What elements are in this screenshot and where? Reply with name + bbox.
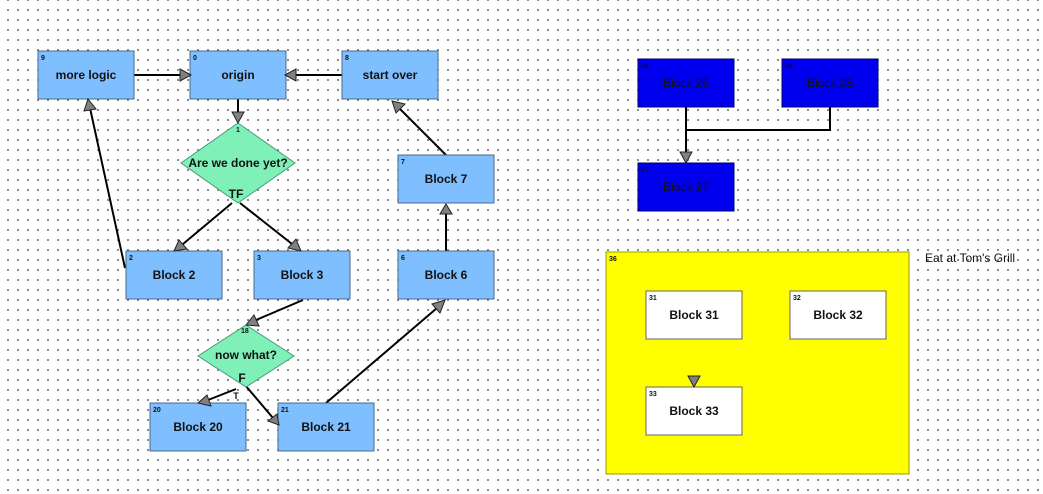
block-6-label: Block 6	[425, 268, 468, 282]
arrowhead-into-27	[679, 151, 693, 165]
edge-21-to-6[interactable]	[325, 307, 438, 404]
decision-1-branch-tf: TF	[229, 187, 244, 201]
block-21[interactable]: 21 Block 21	[277, 402, 375, 452]
block-3-number: 3	[257, 255, 261, 262]
arrowhead-into-8	[391, 100, 406, 114]
note-text: Eat at Tom's Grill	[925, 251, 1015, 265]
edge-18-to-20[interactable]	[207, 388, 237, 401]
decision-18[interactable]: 18 now what? F T	[197, 324, 295, 401]
block-31[interactable]: 31 Block 31	[645, 290, 743, 340]
block-32-number: 32	[793, 295, 801, 302]
edge-7-to-8[interactable]	[399, 108, 447, 156]
block-28-number: 28	[785, 63, 793, 70]
decision-18-branch-t: T	[233, 391, 239, 401]
block-21-number: 21	[281, 407, 289, 414]
block-20-label: Block 20	[173, 420, 223, 434]
block-32-label: Block 32	[813, 308, 863, 322]
block-2-label: Block 2	[153, 268, 196, 282]
decision-1[interactable]: 1 Are we done yet? TF	[180, 122, 296, 204]
block-28[interactable]: 28 Block 28	[781, 58, 879, 108]
arrowhead-into-18	[245, 314, 260, 327]
block-33-label: Block 33	[669, 404, 719, 418]
block-3[interactable]: 3 Block 3	[253, 250, 351, 300]
block-28-label: Block 28	[807, 76, 853, 90]
block-0[interactable]: 0 origin	[189, 50, 287, 100]
block-2-number: 2	[129, 255, 133, 262]
block-0-number: 0	[193, 55, 197, 62]
arrowhead-into-7	[439, 203, 453, 215]
block-7-number: 7	[401, 159, 405, 166]
edge-1-to-2[interactable]	[182, 202, 233, 245]
block-33[interactable]: 33 Block 33	[645, 386, 743, 436]
arrowhead-into-1	[231, 111, 245, 125]
edge-28-to-27[interactable]	[686, 107, 831, 131]
arrowhead-into-3	[287, 238, 302, 252]
arrowheads	[83, 68, 701, 426]
block-2[interactable]: 2 Block 2	[125, 250, 223, 300]
arrowhead-into-6	[431, 299, 446, 314]
block-7-label: Block 7	[425, 172, 468, 186]
edge-3-to-18[interactable]	[255, 299, 304, 321]
decision-1-label: Are we done yet?	[188, 156, 287, 170]
arrowhead-into-9	[83, 97, 97, 112]
block-26-number: 26	[641, 63, 649, 70]
arrowhead-into-33	[687, 375, 701, 389]
block-33-number: 33	[649, 391, 657, 398]
arrowhead-into-0-right	[283, 68, 297, 82]
block-9-number: 9	[41, 55, 45, 62]
block-9-label: more logic	[56, 68, 117, 82]
block-8[interactable]: 8 start over	[341, 50, 439, 100]
block-8-label: start over	[363, 68, 418, 82]
block-26-label: Block 26	[663, 76, 709, 90]
block-20-number: 20	[153, 407, 161, 414]
block-27-label: Block 27	[663, 180, 709, 194]
block-9[interactable]: 9 more logic	[37, 50, 135, 100]
decision-1-number: 1	[236, 127, 240, 134]
block-6-number: 6	[401, 255, 405, 262]
block-21-label: Block 21	[301, 420, 351, 434]
arrowhead-into-2	[173, 239, 188, 252]
block-0-label: origin	[221, 68, 254, 82]
block-8-number: 8	[345, 55, 349, 62]
block-27[interactable]: 27 Block 27	[637, 162, 735, 212]
edge-2-to-9[interactable]	[89, 107, 126, 269]
block-7[interactable]: 7 Block 7	[397, 154, 495, 204]
arrowhead-into-20	[196, 394, 212, 407]
edge-18-to-21[interactable]	[244, 384, 274, 419]
block-3-label: Block 3	[281, 268, 324, 282]
edge-1-to-3[interactable]	[239, 202, 293, 245]
decision-18-number: 18	[241, 328, 249, 335]
block-31-number: 31	[649, 295, 657, 302]
connectors	[89, 74, 839, 419]
arrowhead-into-0-left	[179, 68, 193, 82]
decision-18-label: now what?	[215, 348, 277, 362]
group-36-number: 36	[609, 256, 617, 263]
block-20[interactable]: 20 Block 20	[149, 402, 247, 452]
block-31-label: Block 31	[669, 308, 719, 322]
block-32[interactable]: 32 Block 32	[789, 290, 887, 340]
block-26[interactable]: 26 Block 26	[637, 58, 735, 108]
decision-18-branch-f: F	[238, 371, 245, 385]
arrowhead-into-21	[266, 413, 280, 426]
block-6[interactable]: 6 Block 6	[397, 250, 495, 300]
block-27-number: 27	[641, 167, 649, 174]
group-36[interactable]: 36	[605, 251, 910, 475]
